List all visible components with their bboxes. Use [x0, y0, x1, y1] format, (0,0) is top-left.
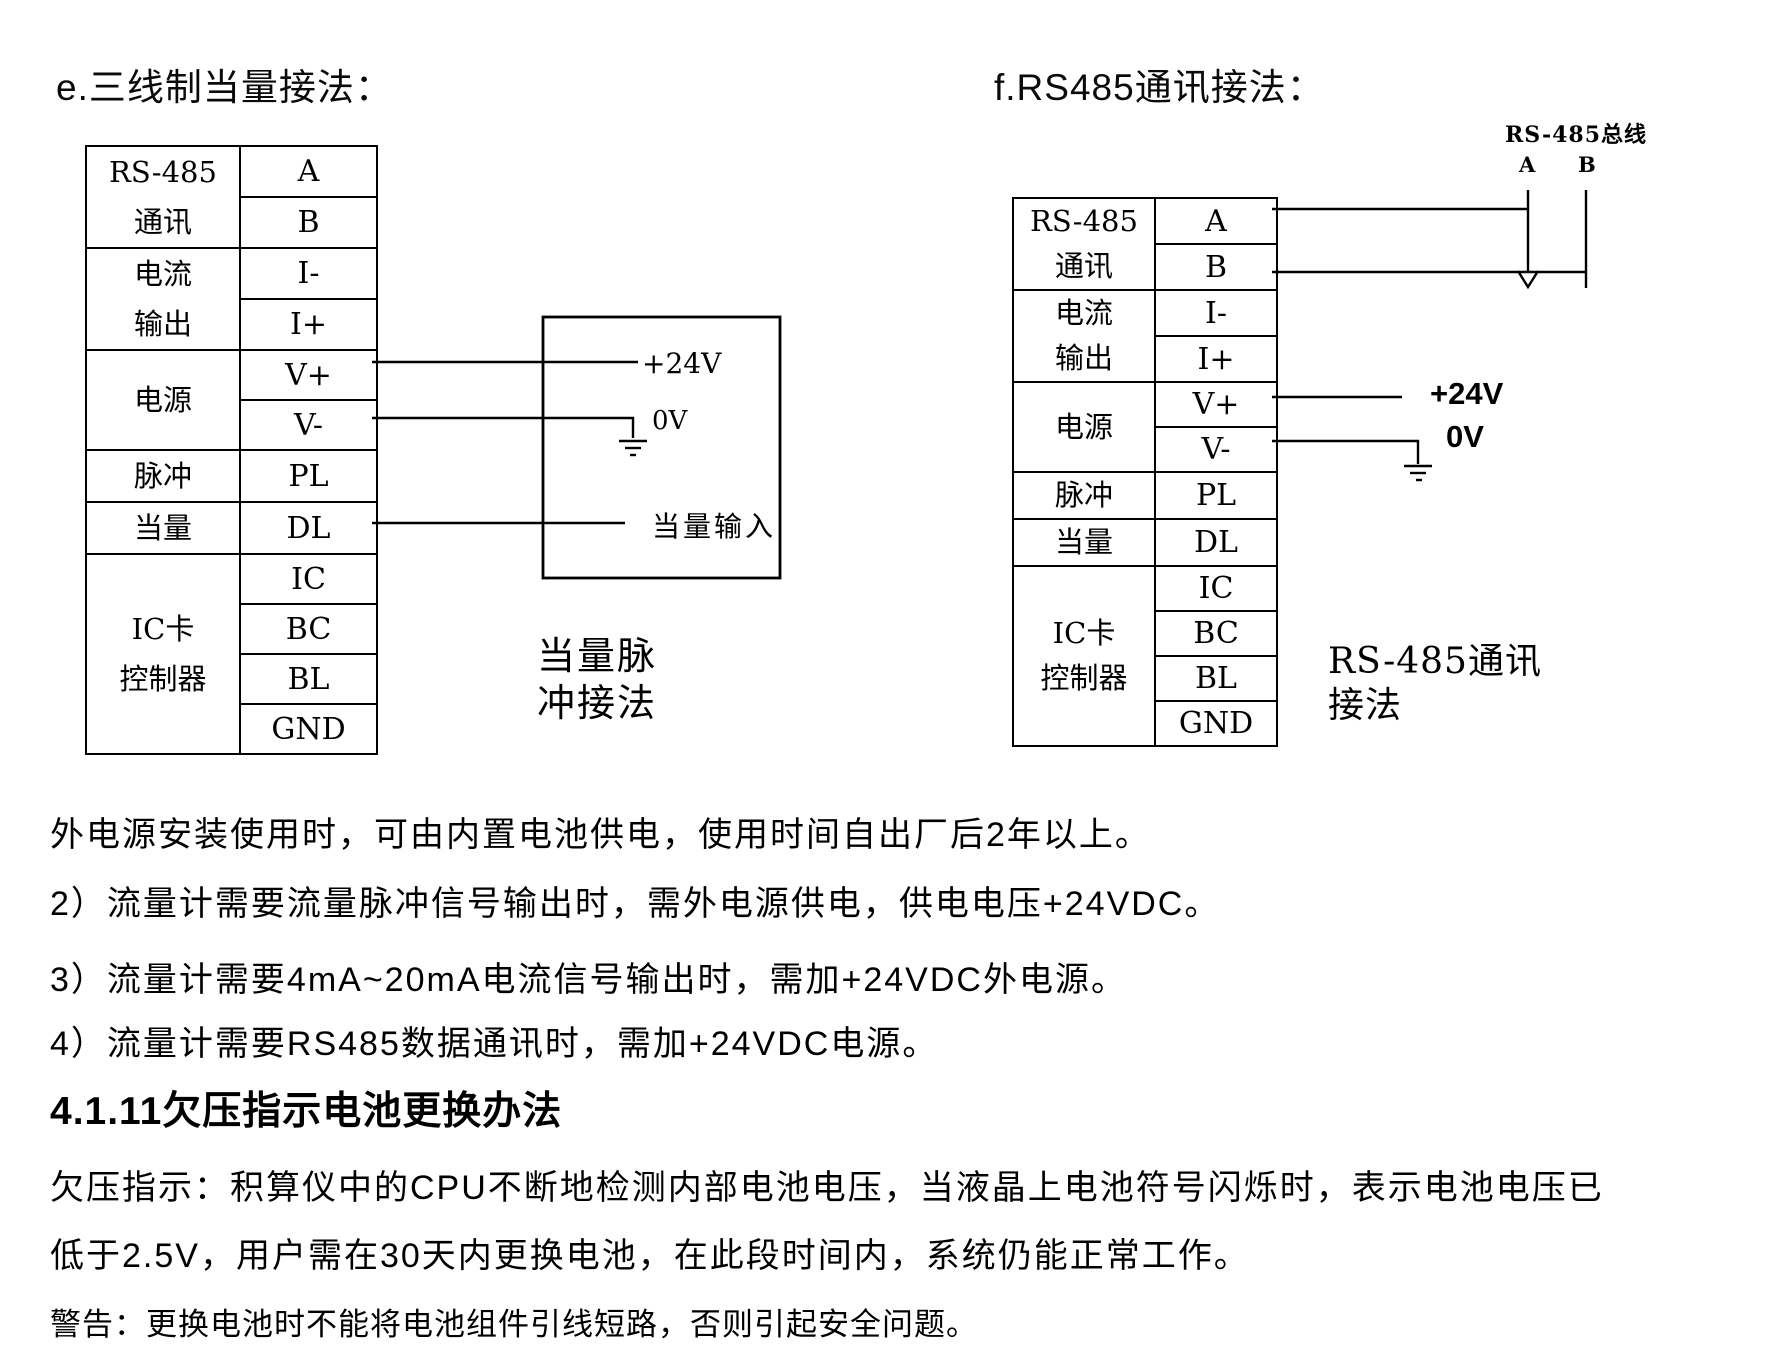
group-cell: RS-485 通讯 [85, 145, 241, 249]
label-bus-b: B [1578, 152, 1596, 177]
paragraph-item2: 2）流量计需要流量脉冲信号输出时，需外电源供电，供电电压+24VDC。 [50, 885, 1221, 923]
terminal-cell: GND [1154, 700, 1278, 747]
terminal-cell: V+ [239, 349, 378, 401]
terminal-cell: BC [239, 603, 378, 655]
terminal-cell: IC [1154, 565, 1278, 612]
terminal-cell: A [1154, 197, 1278, 245]
terminal-cell: BL [1154, 655, 1278, 702]
terminal-cell: B [1154, 243, 1278, 291]
label-plus24v-f: +24V [1430, 376, 1504, 411]
caption-rs485-wiring: RS-485通讯 接法 [1328, 641, 1542, 726]
arrow-down-icon [1516, 270, 1540, 290]
section-title-f: f.RS485通讯接法： [994, 67, 1325, 108]
group-cell: 电流 输出 [1012, 289, 1156, 383]
terminal-cell: I+ [1154, 335, 1278, 383]
terminal-cell: GND [239, 703, 378, 755]
terminal-cell: V- [239, 399, 378, 451]
section-title-e: e.三线制当量接法： [56, 67, 393, 108]
group-cell: 脉冲 [1012, 471, 1156, 520]
label-plus24v-e: +24V [642, 347, 722, 380]
terminal-cell: PL [1154, 471, 1278, 520]
terminal-cell: A [239, 145, 378, 198]
group-cell: 当量 [1012, 518, 1156, 567]
paragraph-item4: 4）流量计需要RS485数据通讯时，需加+24VDC电源。 [50, 1025, 939, 1063]
terminal-cell: V+ [1154, 381, 1278, 428]
label-0v-f: 0V [1446, 419, 1484, 454]
label-0v-e: 0V [652, 406, 688, 436]
group-cell: RS-485 通讯 [1012, 197, 1156, 291]
caption-pulse-wiring: 当量脉 冲接法 [537, 634, 658, 725]
terminal-table-f: RS-485 通讯 A B 电流 输出 I- I+ 电源 V+ V- 脉冲 PL… [1012, 197, 1278, 747]
group-cell: IC卡 控制器 [1012, 565, 1156, 747]
warning-text: 警告：更换电池时不能将电池组件引线短路，否则引起安全问题。 [50, 1307, 978, 1342]
label-equiv-input: 当量输入 [652, 510, 777, 543]
paragraph-battery: 外电源安装使用时，可由内置电池供电，使用时间自出厂后2年以上。 [50, 816, 1151, 854]
group-cell: 电流 输出 [85, 247, 241, 351]
terminal-cell: BL [239, 653, 378, 705]
terminal-cell: B [239, 196, 378, 249]
group-cell: 电源 [85, 349, 241, 451]
paragraph-item3: 3）流量计需要4mA~20mA电流信号输出时，需加+24VDC外电源。 [50, 961, 1127, 999]
terminal-cell: IC [239, 553, 378, 605]
terminal-cell: DL [239, 501, 378, 555]
terminal-cell: V- [1154, 426, 1278, 473]
terminal-cell: I+ [239, 298, 378, 351]
paragraph-lowvolt-2: 低于2.5V，用户需在30天内更换电池，在此段时间内，系统仍能正常工作。 [50, 1237, 1250, 1275]
terminal-cell: I- [239, 247, 378, 300]
terminal-cell: BC [1154, 610, 1278, 657]
group-cell: 脉冲 [85, 449, 241, 503]
terminal-cell: DL [1154, 518, 1278, 567]
group-cell: IC卡 控制器 [85, 553, 241, 755]
terminal-table-e: RS-485 通讯 A B 电流 输出 I- I+ 电源 V+ V- 脉冲 PL… [85, 145, 378, 755]
label-rs485-bus: RS-485总线 [1505, 122, 1648, 148]
terminal-cell: PL [239, 449, 378, 503]
paragraph-lowvolt-1: 欠压指示：积算仪中的CPU不断地检测内部电池电压，当液晶上电池符号闪烁时，表示电… [50, 1169, 1604, 1207]
group-cell: 当量 [85, 501, 241, 555]
label-bus-a: A [1519, 152, 1536, 177]
group-cell: 电源 [1012, 381, 1156, 473]
section-heading: 4.1.11欠压指示电池更换办法 [50, 1090, 563, 1133]
terminal-cell: I- [1154, 289, 1278, 337]
